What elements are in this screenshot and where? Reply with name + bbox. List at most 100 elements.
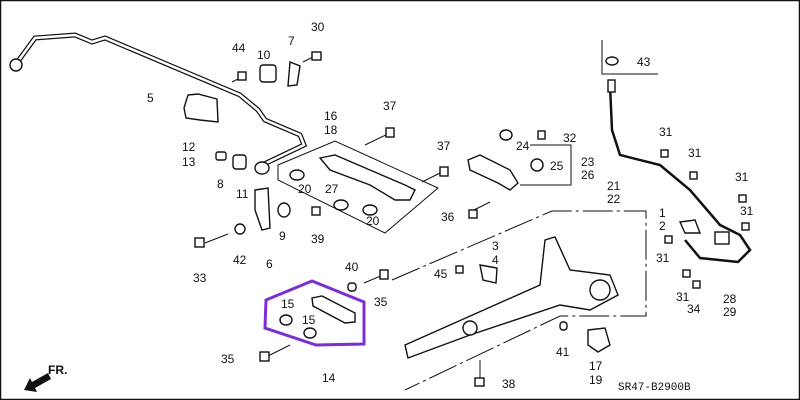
bushing-24 bbox=[499, 129, 513, 141]
bushing-20 bbox=[289, 169, 305, 181]
callout: 31 bbox=[656, 251, 670, 265]
abs-sensor-wire bbox=[608, 84, 752, 264]
nut-39 bbox=[311, 206, 321, 216]
bolt-38 bbox=[474, 377, 485, 387]
bushing-25 bbox=[530, 158, 544, 172]
callout: 31 bbox=[735, 170, 749, 184]
bar-link bbox=[254, 161, 270, 175]
compensator-arm bbox=[311, 295, 356, 324]
callout: 26 bbox=[581, 168, 595, 182]
callout: 41 bbox=[556, 345, 570, 359]
callout: 31 bbox=[676, 290, 690, 304]
callout: 21 bbox=[607, 179, 621, 193]
bolt-31c bbox=[738, 194, 747, 203]
callout: 16 bbox=[324, 109, 338, 123]
callout: 15 bbox=[281, 297, 295, 311]
bushing-15 bbox=[279, 314, 293, 326]
bushing-10 bbox=[259, 64, 277, 83]
callout: 36 bbox=[441, 210, 455, 224]
callout: 42 bbox=[233, 253, 247, 267]
hub bbox=[589, 279, 611, 301]
bushing-11 bbox=[232, 154, 247, 170]
callout: 40 bbox=[345, 260, 359, 274]
callout: 1 bbox=[659, 206, 666, 220]
callout: 28 bbox=[723, 292, 737, 306]
arm-bushing bbox=[462, 320, 478, 336]
callout: 6 bbox=[266, 257, 273, 271]
bolt-31e bbox=[664, 235, 673, 244]
bolt-34 bbox=[692, 280, 701, 289]
bracket-7 bbox=[287, 60, 301, 87]
callout: 12 bbox=[182, 140, 196, 154]
upper-arm bbox=[318, 154, 416, 201]
upper-arm-group bbox=[277, 140, 439, 234]
bolt-37b bbox=[439, 166, 449, 177]
front-arrow-icon bbox=[24, 373, 51, 392]
bushing-15b bbox=[303, 327, 317, 339]
bolt-31d bbox=[741, 222, 750, 231]
bolt-35b bbox=[259, 351, 270, 362]
callout: 37 bbox=[383, 99, 397, 113]
washer-42 bbox=[234, 223, 246, 235]
callout: 7 bbox=[288, 34, 295, 48]
callout: 18 bbox=[324, 123, 338, 137]
callout: 23 bbox=[581, 155, 595, 169]
callout: 32 bbox=[563, 131, 577, 145]
callout: 30 bbox=[311, 20, 325, 34]
bolt-31f bbox=[682, 269, 691, 278]
callout: 29 bbox=[723, 305, 737, 319]
bushing-20b bbox=[333, 199, 349, 211]
bar-end-bushing bbox=[9, 58, 23, 72]
callout: 22 bbox=[607, 192, 621, 206]
callout: 5 bbox=[147, 91, 154, 105]
callout: 43 bbox=[637, 55, 651, 69]
callout: 19 bbox=[589, 373, 603, 387]
bolt-45 bbox=[455, 265, 464, 274]
bolt-33 bbox=[194, 237, 205, 248]
callout: 35 bbox=[374, 295, 388, 309]
callout: 37 bbox=[437, 139, 451, 153]
highlight-outline bbox=[263, 279, 366, 347]
callout: 33 bbox=[193, 271, 207, 285]
bolt-32 bbox=[537, 130, 546, 140]
nut-41 bbox=[559, 321, 568, 331]
callout: 15 bbox=[302, 313, 316, 327]
callout: 24 bbox=[516, 139, 530, 153]
trailing-arm-group bbox=[391, 210, 647, 391]
mount-17 bbox=[587, 327, 611, 353]
front-label: FR. bbox=[48, 363, 67, 377]
bushing-20c bbox=[362, 204, 378, 216]
callout: 34 bbox=[687, 302, 701, 316]
nut-40 bbox=[347, 282, 357, 292]
callout: 13 bbox=[182, 155, 196, 169]
bolt-35 bbox=[379, 269, 389, 280]
grommet-43 bbox=[605, 56, 619, 66]
callout: 14 bbox=[322, 371, 336, 385]
callout: 31 bbox=[740, 204, 754, 218]
diagram-code: SR47-B2900B bbox=[618, 382, 691, 394]
bolt-37 bbox=[385, 127, 395, 138]
callout-labels: 30 44 10 7 5 12 13 8 11 16 18 37 37 20 2… bbox=[147, 20, 754, 391]
callout: 4 bbox=[492, 253, 499, 267]
callout: 17 bbox=[589, 359, 603, 373]
callout: 3 bbox=[492, 239, 499, 253]
bracket bbox=[183, 93, 219, 123]
trailing-arm bbox=[404, 236, 619, 359]
callout: 20 bbox=[298, 182, 312, 196]
abs-sensor bbox=[714, 231, 730, 245]
callout: 8 bbox=[217, 177, 224, 191]
abs-connector bbox=[607, 79, 616, 93]
bolt-44 bbox=[237, 71, 247, 81]
lower-arm bbox=[467, 154, 519, 191]
callout: 31 bbox=[688, 146, 702, 160]
clip-1 bbox=[678, 219, 702, 234]
callout: 27 bbox=[325, 182, 339, 196]
link-6 bbox=[254, 187, 271, 231]
bushing-9 bbox=[277, 202, 291, 218]
callout: 35 bbox=[221, 352, 235, 366]
callout: 45 bbox=[434, 267, 448, 281]
callout: 9 bbox=[279, 229, 286, 243]
bolt-31b bbox=[689, 171, 698, 180]
